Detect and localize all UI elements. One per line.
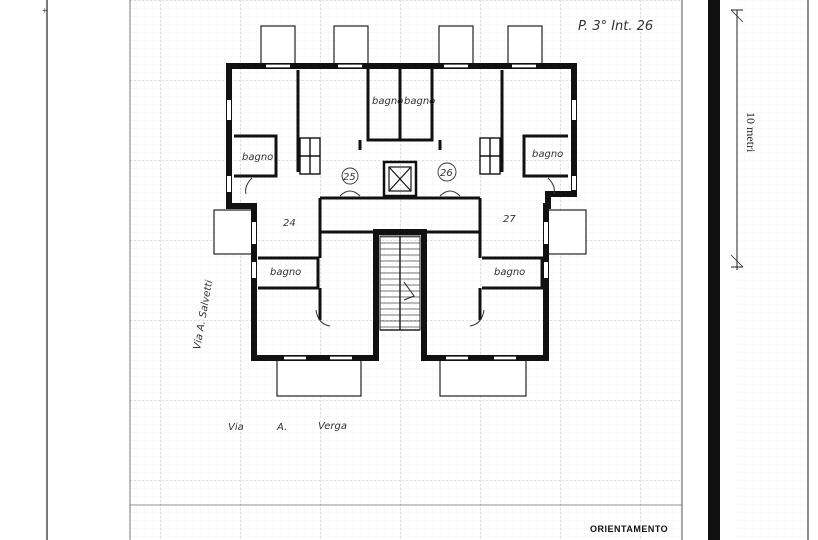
frame-bar <box>708 0 809 540</box>
bath-label: bagno <box>242 152 273 163</box>
closets <box>299 137 501 175</box>
svg-text:A.: A. <box>276 422 287 433</box>
elevator <box>388 166 412 192</box>
bath-label: bagno <box>494 267 525 278</box>
unit-number-left-lower: 24 <box>283 218 296 229</box>
scale-bar: 10 metri <box>730 9 758 270</box>
unit-number-right-lower: 27 <box>503 214 516 225</box>
unit-circle <box>437 162 457 182</box>
orientation-label: ORIENTAMENTO <box>590 524 668 534</box>
street-bottom: Via A. Verga <box>228 421 347 433</box>
unit-number-left-upper: 25 <box>343 172 356 183</box>
svg-text:+: + <box>42 6 48 17</box>
windows <box>227 64 576 360</box>
room-labels: bagno bagno bagno bagno bagno bagno 25 2… <box>242 96 563 278</box>
bath-label: bagno <box>372 96 403 107</box>
svg-text:Via: Via <box>228 422 244 433</box>
sheet-reference: P. 3° Int. 26 <box>578 19 653 34</box>
svg-text:Verga: Verga <box>318 421 347 432</box>
bath-label: bagno <box>532 149 563 160</box>
unit-circle <box>341 167 359 185</box>
unit-number-right-upper: 26 <box>440 168 453 179</box>
balconies <box>213 25 587 397</box>
interior-walls <box>234 66 568 320</box>
bath-label: bagno <box>404 96 435 107</box>
scale-label: 10 metri <box>744 112 758 153</box>
building-outline <box>226 63 577 361</box>
stairwell <box>379 235 421 331</box>
bath-label: bagno <box>270 267 301 278</box>
doors <box>245 177 555 327</box>
window-lines <box>266 64 536 360</box>
margin-lines: + <box>42 0 683 540</box>
